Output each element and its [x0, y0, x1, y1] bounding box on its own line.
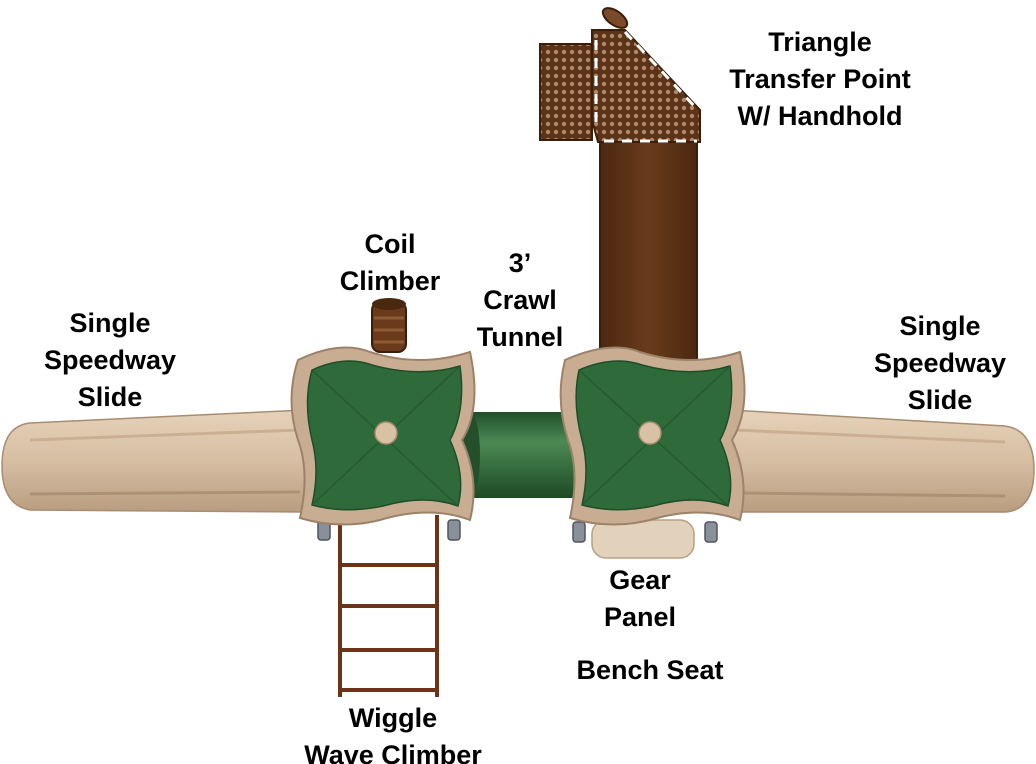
support-posts	[317, 519, 718, 543]
label-wiggle-wave-climber: Wiggle Wave Climber	[304, 703, 482, 764]
coil-climber	[371, 298, 407, 353]
left-roof	[290, 346, 476, 526]
triangle-transfer-point	[539, 7, 701, 143]
label-coil-climber: Coil Climber	[339, 229, 441, 296]
label-bench-seat: Bench Seat	[576, 655, 724, 685]
wiggle-wave-climber	[338, 515, 439, 697]
bench-seat	[591, 519, 695, 559]
label-gear-panel: Gear Panel	[603, 565, 677, 632]
label-crawl-tunnel: 3’ Crawl Tunnel	[476, 248, 564, 352]
label-triangle-transfer-point: Triangle Transfer Point W/ Handhold	[729, 27, 911, 131]
right-roof	[559, 346, 746, 526]
label-left-slide: Single Speedway Slide	[43, 308, 177, 412]
label-right-slide: Single Speedway Slide	[873, 311, 1007, 415]
crawl-tunnel	[458, 412, 578, 498]
right-slide	[729, 409, 1035, 513]
transfer-deck	[599, 134, 698, 371]
left-slide	[1, 409, 306, 513]
